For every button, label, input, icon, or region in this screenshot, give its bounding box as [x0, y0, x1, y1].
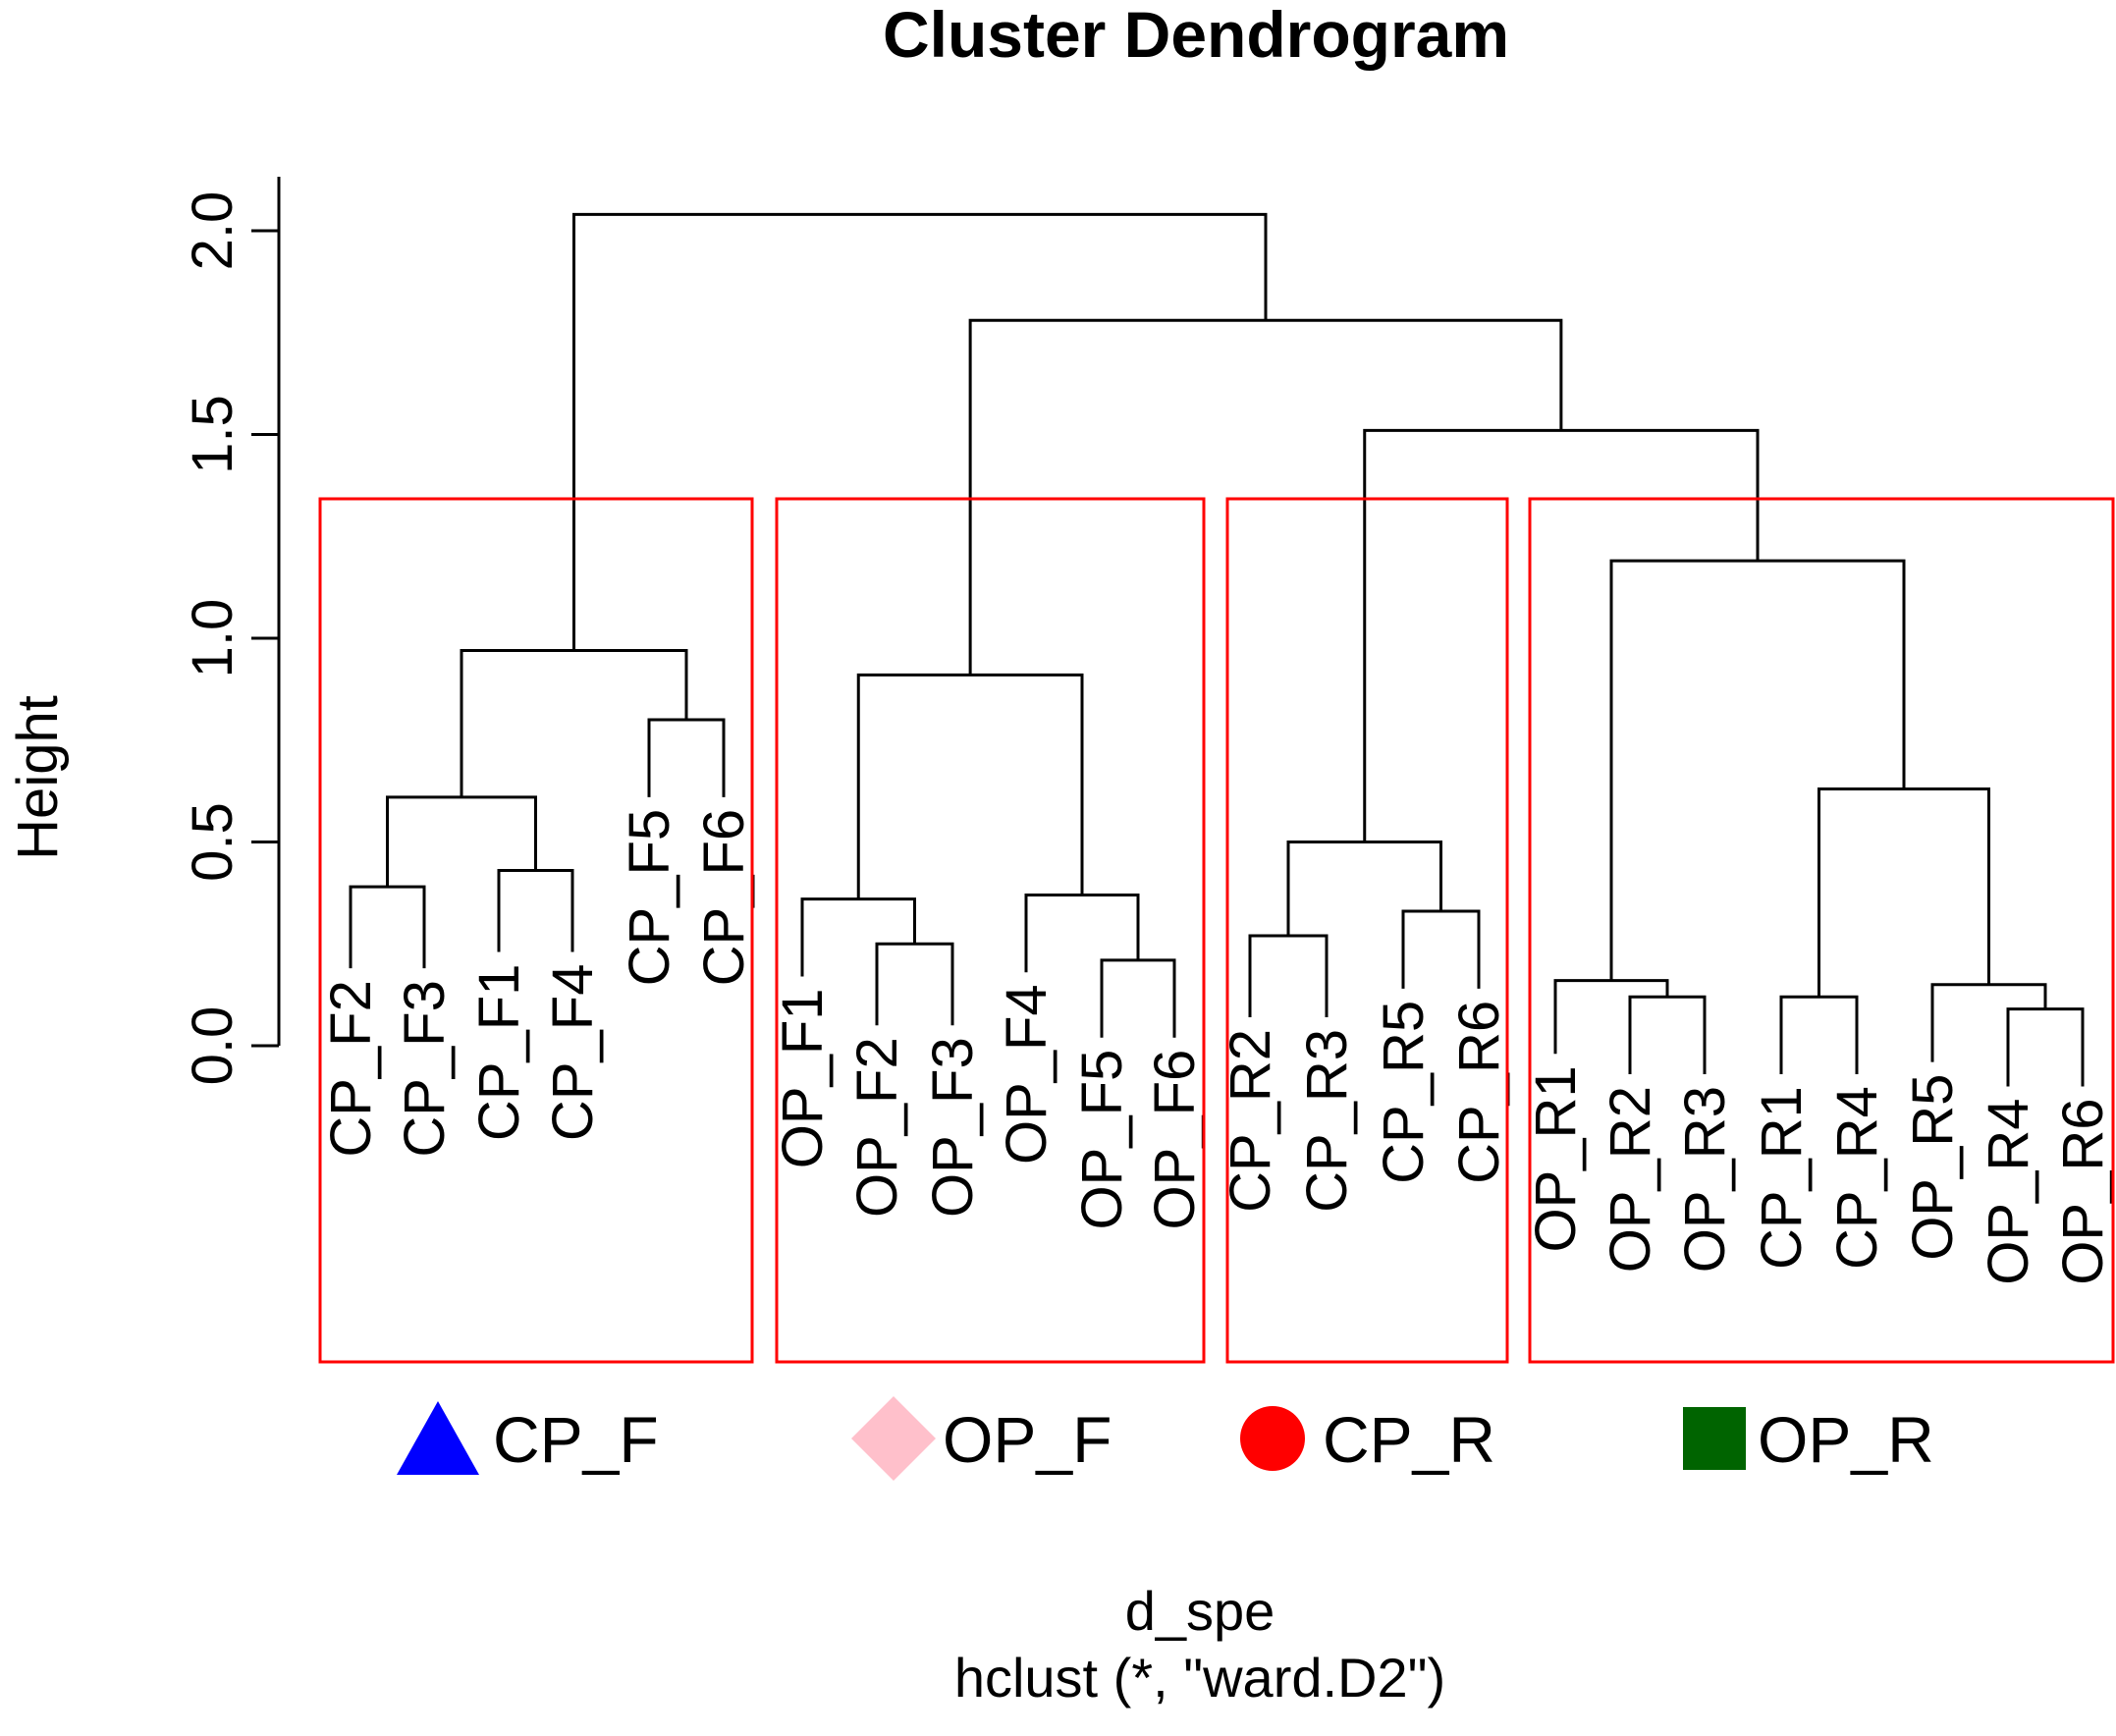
y-axis-ticks: 0.0 0.5 1.0 1.5 2.0 — [181, 191, 279, 1086]
leaf-label: OP_F4 — [995, 984, 1058, 1165]
dendrogram-link — [1628, 995, 1707, 1075]
dendrogram-link — [1609, 559, 1906, 981]
dendrogram-link — [2006, 1007, 2085, 1087]
group-box-cp-r — [1225, 497, 1509, 1364]
dendrogram-link — [647, 718, 726, 797]
leaf-label: OP_R5 — [1901, 1074, 1965, 1261]
leaf-label: OP_F1 — [771, 988, 835, 1168]
y-tick-label: 2.0 — [181, 191, 244, 271]
dendrogram-link — [1248, 934, 1329, 1017]
dendrogram-link — [1286, 841, 1442, 936]
leaf-label: OP_R1 — [1524, 1065, 1588, 1252]
y-tick-label: 1.5 — [181, 395, 244, 474]
leaf-label: OP_F6 — [1143, 1050, 1207, 1230]
dendrogram-link — [460, 648, 688, 797]
leaf-label: CP_R3 — [1295, 1029, 1359, 1213]
leaf-label: CP_R2 — [1219, 1029, 1282, 1213]
leaf-label: OP_R6 — [2051, 1099, 2115, 1285]
y-tick-label: 0.0 — [181, 1006, 244, 1086]
leaf-label: CP_F3 — [393, 980, 457, 1158]
chart-subtitle: hclust (*, "ward.D2") — [954, 1647, 1445, 1709]
x-axis-label: d_spe — [1125, 1580, 1275, 1642]
leaf-label: CP_F2 — [319, 980, 383, 1158]
diamond-icon — [851, 1396, 936, 1481]
dendrogram-link — [1930, 983, 2047, 1062]
triangle-icon — [397, 1401, 479, 1475]
dendrogram-link — [386, 795, 537, 888]
dendrogram-link — [1401, 909, 1481, 989]
square-icon — [1683, 1407, 1746, 1470]
dendrogram-link — [497, 869, 574, 952]
leaf-label: OP_F3 — [921, 1037, 985, 1218]
leaf-label: CP_F1 — [467, 964, 531, 1142]
chart-title: Cluster Dendrogram — [883, 0, 1509, 71]
leaf-label: OP_F2 — [845, 1037, 909, 1218]
dendrogram-link — [1779, 995, 1859, 1075]
group-boxes — [318, 497, 2115, 1364]
dendrogram-branches — [349, 212, 2085, 1087]
legend-label: CP_R — [1323, 1403, 1495, 1476]
dendrogram-link — [800, 897, 916, 977]
leaf-label: OP_F5 — [1070, 1050, 1134, 1230]
y-tick-label: 0.5 — [181, 802, 244, 882]
leaf-label: CP_R4 — [1825, 1086, 1889, 1270]
legend-label: OP_R — [1758, 1403, 1934, 1476]
y-tick-label: 1.0 — [181, 599, 244, 678]
y-axis-label: Height — [6, 695, 70, 860]
dendrogram-link — [572, 212, 1268, 651]
circle-icon — [1240, 1406, 1305, 1471]
leaf-label: CP_R6 — [1447, 1001, 1511, 1184]
legend-label: CP_F — [493, 1403, 659, 1476]
dendrogram-link — [1553, 979, 1669, 1055]
dendrogram-link — [1363, 428, 1760, 842]
leaf-label: OP_R2 — [1599, 1086, 1662, 1273]
leaf-label: CP_R1 — [1750, 1086, 1814, 1270]
group-box-cp-f — [318, 497, 754, 1364]
leaf-label: CP_F5 — [618, 809, 681, 987]
group-box-op-f — [775, 497, 1206, 1364]
leaf-label: CP_F4 — [541, 964, 605, 1142]
leaf-label: OP_R4 — [1977, 1099, 2040, 1285]
legend-label: OP_F — [943, 1403, 1112, 1476]
dendrogram-link — [1100, 958, 1176, 1038]
leaf-label: CP_F6 — [692, 809, 756, 987]
dendrogram-link — [856, 673, 1084, 899]
dendrogram-link — [875, 942, 954, 1026]
leaf-label: OP_R3 — [1673, 1086, 1737, 1273]
leaf-label: CP_R5 — [1372, 1001, 1436, 1184]
dendrogram-link — [349, 885, 426, 969]
dendrogram-link — [1818, 787, 1990, 998]
group-box-op-r — [1528, 497, 2115, 1364]
legend: CP_F OP_F CP_R OP_R — [397, 1396, 1934, 1481]
